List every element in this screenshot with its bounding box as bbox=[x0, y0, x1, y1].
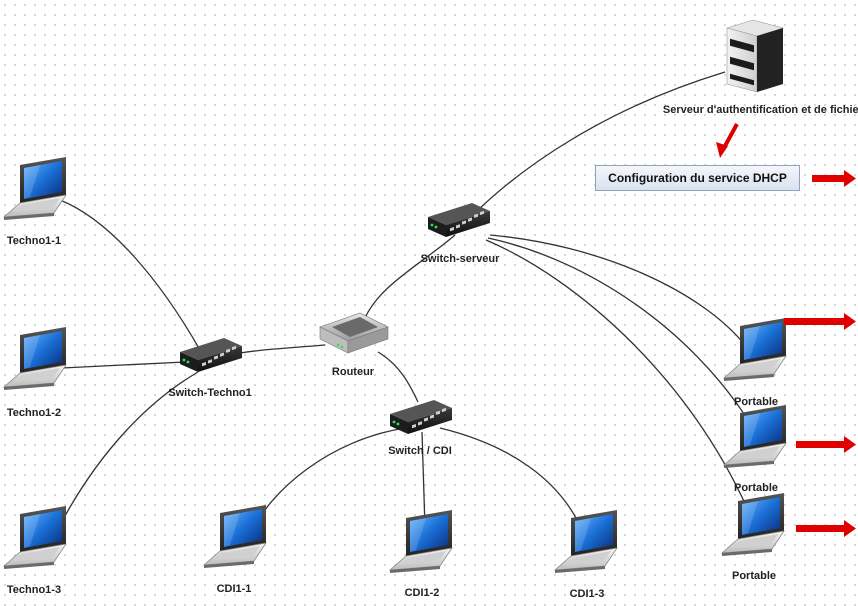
link-switchserveur-routeur bbox=[364, 234, 456, 319]
techno1-3-label: Techno1-3 bbox=[7, 584, 61, 596]
techno1-1-label: Techno1-1 bbox=[7, 235, 61, 247]
techno1-2-label: Techno1-2 bbox=[7, 407, 61, 419]
arrow-portable-3-right-icon bbox=[796, 520, 856, 537]
arrow-portable-2-right-icon bbox=[796, 436, 856, 453]
portable-3-label: Portable bbox=[732, 570, 776, 582]
arrow-server-to-dhcp bbox=[716, 123, 739, 158]
server-label: Serveur d'authentification et de fichier… bbox=[663, 104, 858, 116]
switch-serveur-label: Switch-serveur bbox=[421, 253, 501, 265]
link-switchtechno1-techno1-3 bbox=[59, 371, 199, 526]
portable-3-laptop-icon bbox=[721, 492, 785, 557]
techno1-3-laptop-icon bbox=[3, 505, 67, 570]
routeur-label: Routeur bbox=[332, 366, 375, 378]
techno1-2-laptop-icon bbox=[3, 326, 67, 391]
server-icon bbox=[725, 19, 785, 93]
cdi1-1-label: CDI1-1 bbox=[217, 583, 252, 595]
switch-serveur-icon bbox=[428, 203, 490, 237]
red-arrows bbox=[784, 170, 856, 537]
link-switchserveur-portable-1 bbox=[489, 234, 746, 346]
arrow-portable-1-right-icon bbox=[784, 313, 856, 330]
portable-2-label: Portable bbox=[734, 482, 778, 494]
cdi1-1-laptop-icon bbox=[203, 504, 267, 569]
portable-1-label: Portable bbox=[734, 396, 778, 408]
link-switchserveur-portable-2 bbox=[487, 237, 749, 421]
cdi1-2-label: CDI1-2 bbox=[405, 587, 440, 599]
link-routeur-switchcdi bbox=[377, 351, 419, 403]
portable-1-laptop-icon bbox=[723, 317, 787, 382]
links bbox=[59, 71, 749, 536]
router-icon bbox=[319, 312, 389, 354]
cdi1-3-label: CDI1-3 bbox=[570, 588, 605, 600]
cdi1-3-laptop-icon bbox=[554, 509, 618, 574]
link-routeur-switchtechno1 bbox=[229, 344, 326, 356]
link-switchcdi-cdi1-3 bbox=[439, 427, 583, 531]
switch-cdi-label: Switch / CDI bbox=[388, 445, 452, 457]
link-switchserveur-portable-3 bbox=[485, 239, 749, 511]
arrow-dhcp-right-icon bbox=[812, 170, 856, 187]
switch-techno1-label: Switch-Techno1 bbox=[168, 387, 252, 399]
link-switchtechno1-techno1-1 bbox=[59, 199, 201, 351]
portable-2-laptop-icon bbox=[723, 404, 787, 469]
switch-techno1-icon bbox=[180, 338, 242, 372]
techno1-1-laptop-icon bbox=[3, 156, 67, 221]
cdi1-2-laptop-icon bbox=[389, 509, 453, 574]
link-switchcdi-cdi1-1 bbox=[249, 427, 406, 536]
dhcp-config-button[interactable]: Configuration du service DHCP bbox=[595, 165, 800, 191]
link-switchtechno1-techno1-2 bbox=[61, 361, 186, 369]
link-server-switchserveur bbox=[477, 71, 726, 211]
